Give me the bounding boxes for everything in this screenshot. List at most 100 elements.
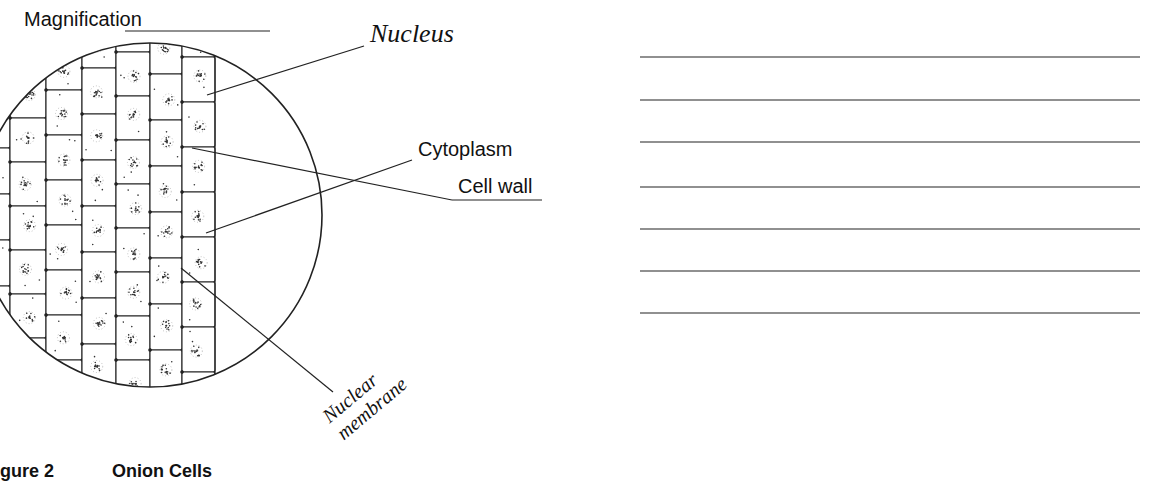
- nucleus-stipple: [134, 209, 136, 211]
- cell-outline: [182, 102, 215, 147]
- nucleus-stipple: [198, 35, 200, 37]
- nucleus-stipple: [62, 378, 64, 380]
- nucleus-stipple: [65, 159, 67, 161]
- nucleus-stipple: [161, 47, 163, 49]
- nucleus-stipple: [97, 365, 99, 367]
- cytoplasm-dot: [71, 388, 73, 390]
- cytoplasm-dot: [75, 219, 77, 221]
- nucleus-stipple: [135, 72, 137, 74]
- nucleus-stipple: [163, 413, 165, 415]
- nucleus-stipple: [65, 164, 67, 166]
- cell-outline: [116, 96, 150, 140]
- nucleus-stipple: [25, 356, 27, 358]
- nucleus-stipple: [128, 337, 130, 339]
- nucleus-stipple: [161, 368, 163, 370]
- cytoplasm-dot: [54, 350, 56, 352]
- nucleus-stipple: [20, 360, 22, 362]
- nucleus-stipple: [64, 246, 66, 248]
- nucleus-stipple: [169, 2, 171, 4]
- nucleus-stipple: [133, 258, 135, 260]
- nucleus-stipple: [63, 251, 65, 253]
- part-label: Cell wall: [458, 175, 532, 197]
- nucleus-stipple: [101, 133, 103, 135]
- nucleus-stipple: [33, 94, 35, 96]
- nucleus-stipple: [22, 188, 24, 190]
- nucleus-stipple: [33, 226, 35, 228]
- nucleus-stipple: [135, 384, 137, 386]
- nucleus-stipple: [64, 199, 66, 201]
- cytoplasm-dot: [156, 280, 158, 282]
- nucleus-stipple: [199, 218, 201, 220]
- nucleus-stipple: [163, 276, 165, 278]
- cell-corner: [8, 72, 12, 76]
- nucleus-stipple: [163, 232, 165, 234]
- nucleus-stipple: [134, 254, 136, 256]
- nucleus-stipple: [60, 113, 62, 115]
- nucleus-stipple: [95, 322, 97, 324]
- cytoplasm-dot: [188, 116, 190, 118]
- nucleus-stipple: [64, 339, 66, 341]
- cell-corner: [148, 72, 152, 76]
- nucleus-stipple: [132, 113, 134, 115]
- nucleus-stipple: [201, 261, 203, 263]
- cell-corner: [44, 43, 48, 47]
- nucleus-stipple: [164, 272, 166, 274]
- cell-nucleus: [195, 257, 207, 269]
- cell-corner: [180, 100, 184, 104]
- cell-outline: [82, 160, 116, 206]
- cell-nucleus: [190, 345, 202, 357]
- nucleus-stipple: [21, 267, 23, 269]
- cell-outline: [182, 327, 215, 372]
- nucleus-stipple: [135, 112, 137, 114]
- cell-corner: [44, 268, 48, 272]
- nucleus-stipple: [97, 46, 99, 48]
- nucleus-stipple: [99, 416, 101, 418]
- nucleus-stipple: [133, 74, 135, 76]
- nucleus-stipple: [26, 47, 28, 49]
- nucleus-stipple: [171, 3, 173, 5]
- nucleus-stipple: [63, 382, 65, 384]
- nucleus-stipple: [95, 92, 97, 94]
- cell-nucleus: [59, 194, 71, 206]
- nucleus-stipple: [96, 136, 98, 138]
- cytoplasm-dot: [92, 220, 94, 222]
- cell-nucleus: [92, 225, 104, 237]
- nucleus-stipple: [199, 266, 201, 268]
- nucleus-stipple: [160, 189, 162, 191]
- nucleus-stipple: [198, 73, 200, 75]
- nucleus-stipple: [100, 44, 102, 46]
- nucleus-stipple: [65, 341, 67, 343]
- cytoplasm-dot: [120, 75, 122, 77]
- cell-corner: [148, 118, 152, 122]
- nucleus-stipple: [130, 117, 132, 119]
- nucleus-stipple: [194, 163, 196, 165]
- nucleus-stipple: [195, 124, 197, 126]
- cytoplasm-dot: [16, 1, 18, 3]
- nucleus-stipple: [133, 76, 135, 78]
- cell-corner: [114, 358, 118, 362]
- cell-outline: [82, 252, 116, 298]
- cytoplasm-dot: [92, 244, 94, 246]
- nucleus-stipple: [23, 51, 25, 53]
- cytoplasm-dot: [23, 213, 25, 215]
- cytoplasm-dot: [177, 104, 179, 106]
- nucleus-stipple: [135, 342, 137, 344]
- nucleus-stipple: [164, 417, 166, 419]
- cell-corner: [80, 388, 84, 392]
- cell-corner: [80, 204, 84, 208]
- nucleus-stipple: [166, 411, 168, 413]
- cell-outline: [10, 382, 46, 426]
- cell-nucleus: [161, 320, 173, 332]
- nucleus-stipple: [203, 128, 205, 130]
- nucleus-stipple: [164, 189, 166, 191]
- nucleus-stipple: [23, 55, 25, 57]
- nucleus-stipple: [162, 143, 164, 145]
- nucleus-stipple: [165, 321, 167, 323]
- nucleus-stipple: [166, 325, 168, 327]
- cytoplasm-dot: [0, 419, 2, 421]
- nucleus-stipple: [100, 271, 102, 273]
- cell-nucleus: [91, 0, 103, 2]
- nucleus-stipple: [198, 167, 200, 169]
- cell-outline: [182, 192, 215, 237]
- nucleus-stipple: [65, 162, 67, 164]
